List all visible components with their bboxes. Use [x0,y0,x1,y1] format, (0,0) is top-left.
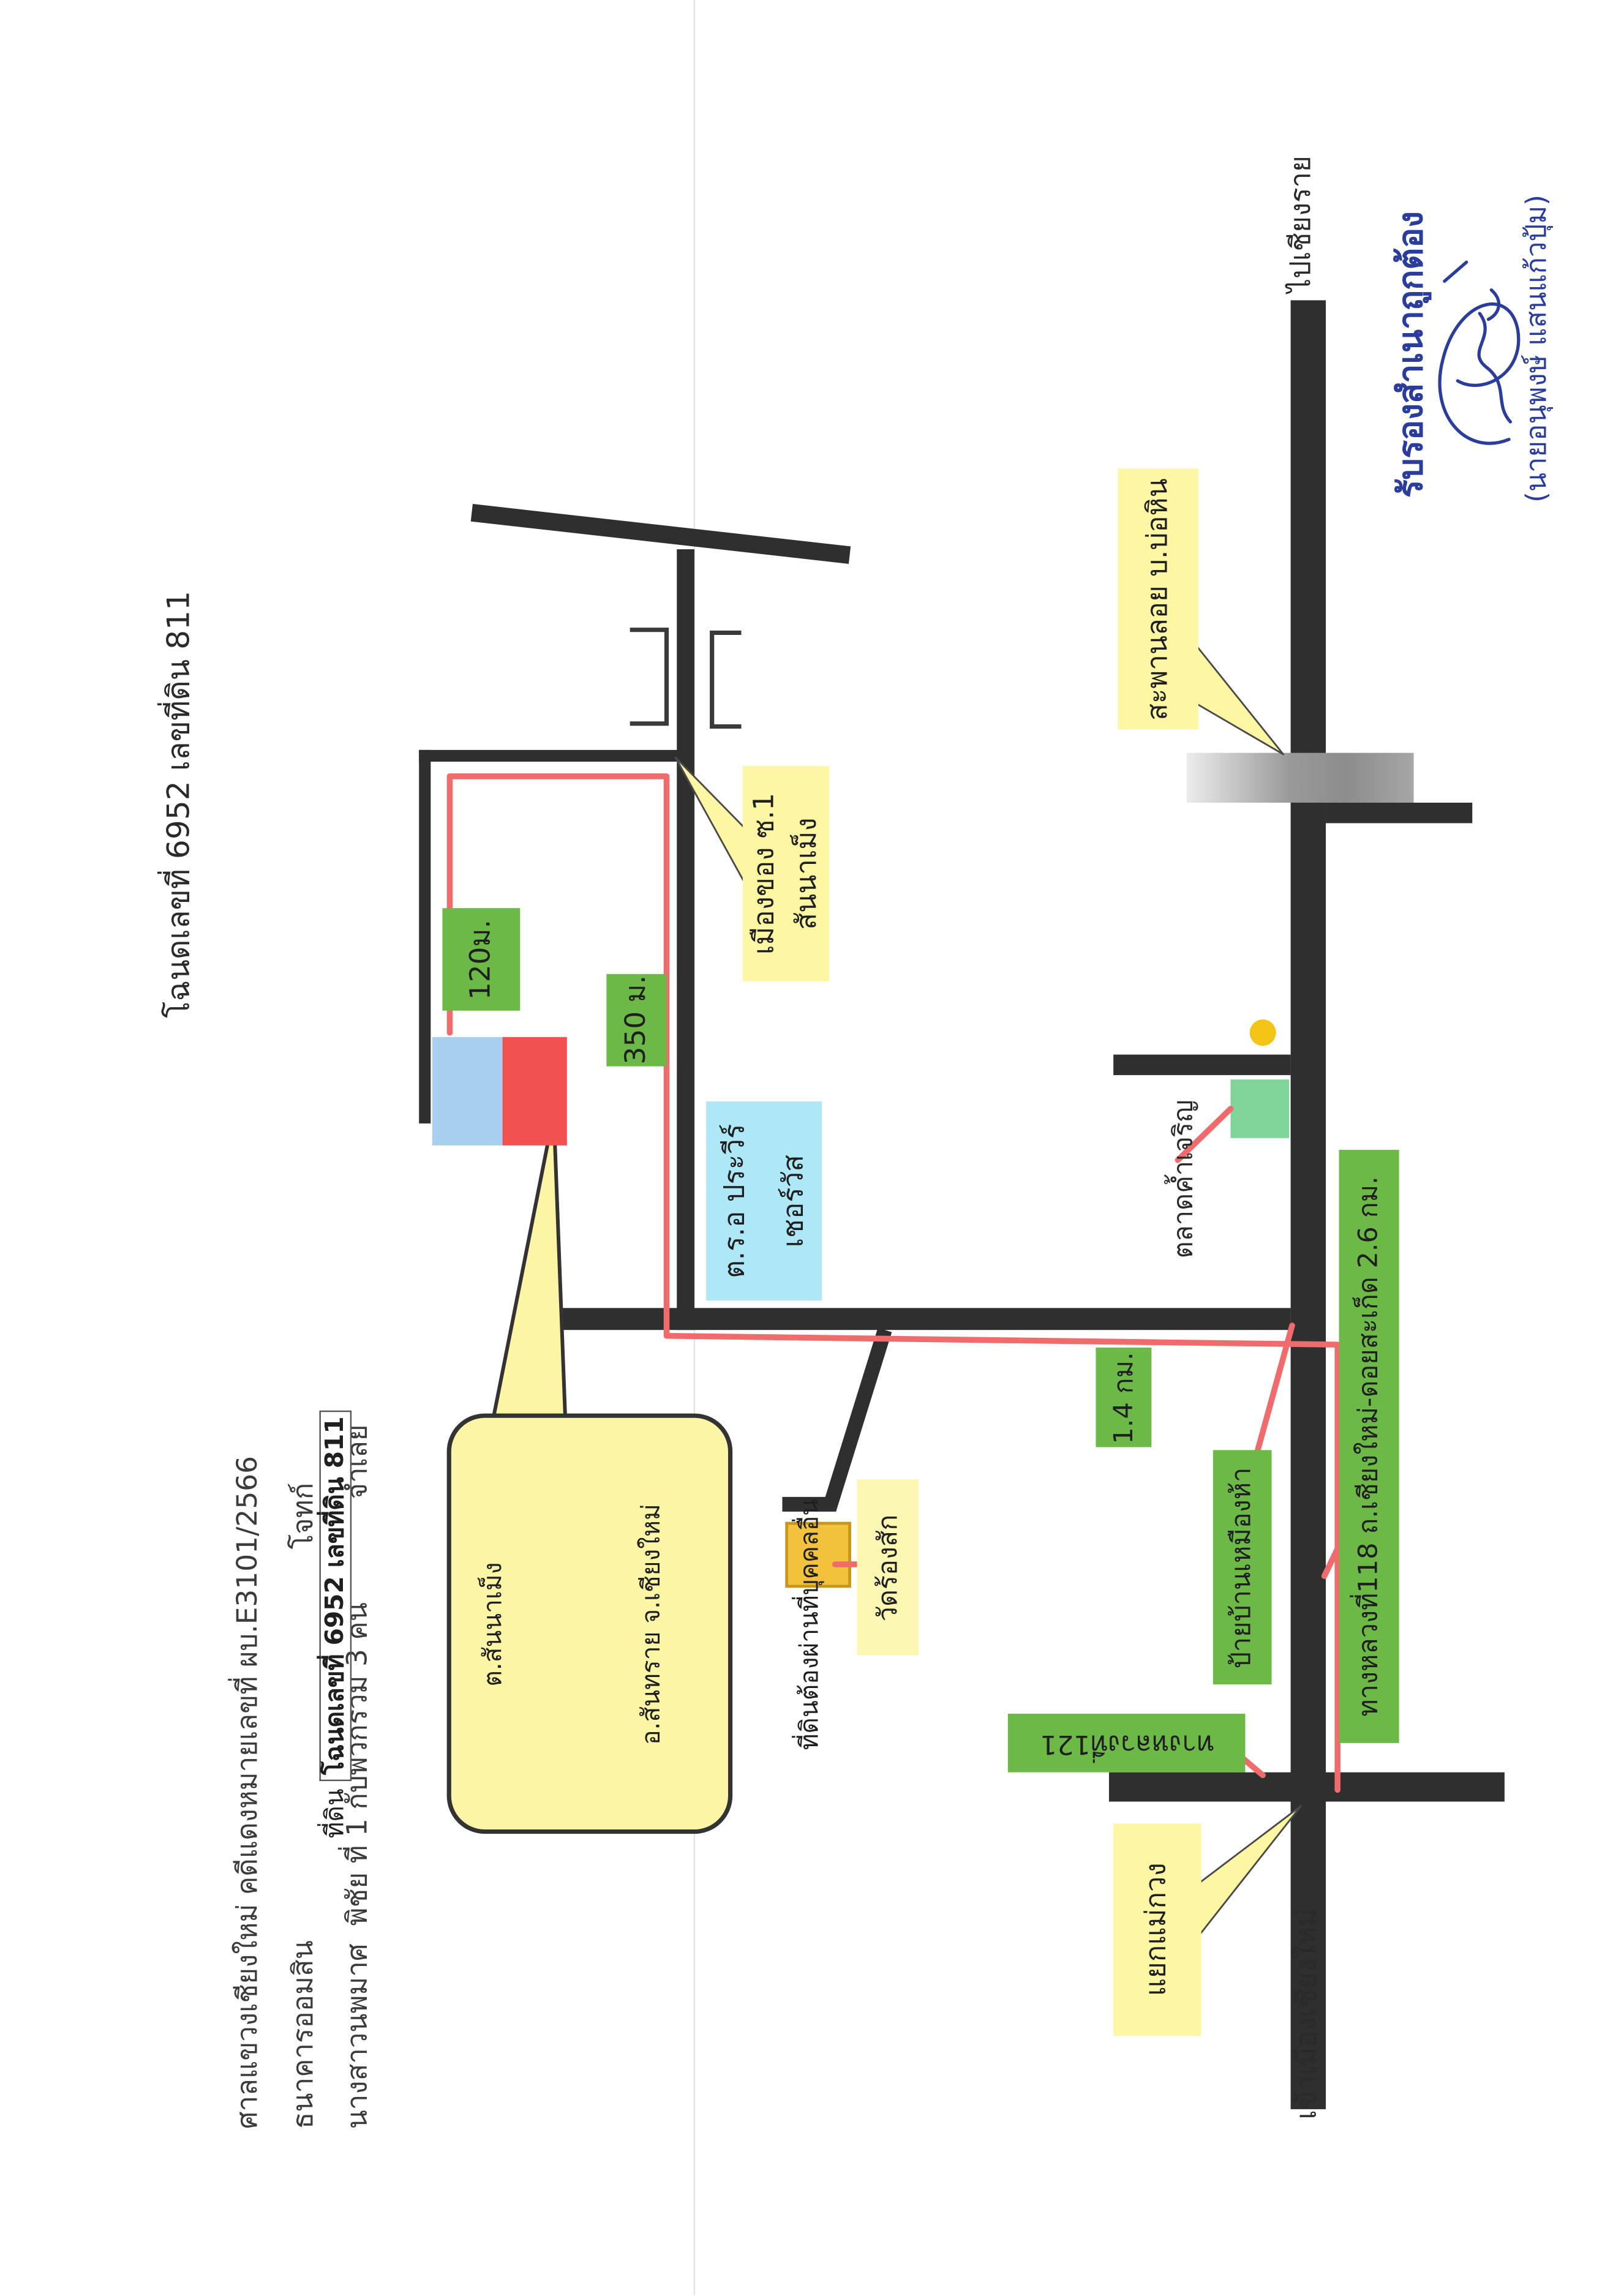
upper-cross-road [470,504,851,564]
soi-label-line-1: เมืองของ ซ.1 [748,792,781,955]
subject-parcel [502,1037,567,1146]
village-sign-text: ป้ายบ้านเหมืองห้า [1227,1466,1258,1668]
sign-pointer [1254,1322,1295,1456]
parcel-access-note: ที่ดินต้องผ่านที่บุคคลอื่น [794,1498,824,1750]
signature [1438,260,1521,445]
resident-label-line-2: เชอร์วัส [777,1155,810,1248]
overpass-text: สะพานลอย บ.บ่อหิน [1141,478,1174,721]
distance-350m-label: 350 ม. [606,974,667,1067]
junction-label: แยกแม่กวง [1113,1823,1201,2036]
overpass-bar [1186,752,1414,803]
temple-label: วัดร้องสัก [857,1479,919,1656]
highway-121-label: ทางหลวงที่121 [1007,1713,1246,1773]
lane-side-edge [419,749,431,1124]
junction-text: แยกแม่กวง [1141,1863,1173,1997]
certifier-name: (นายอนุพงษ์ แสนแก้วปุ้ม) [1521,194,1554,503]
distance-1-4km-text: 1.4 กม. [1108,1351,1140,1444]
resident-label-text: ต.ร.อ ประวีร์ เชอร์วัส [705,1124,822,1278]
market-label: ตลาดค้ำเจริญ [1168,1100,1200,1259]
neighbour-parcel [432,1037,503,1146]
village-main-road [561,1308,1291,1330]
parcel-callout-line-1: ที่ดิน โฉนดเลขที่ 6952 เลขที่ดิน 811 [309,1409,361,1838]
distance-120m-label: 120ม. [442,908,521,1011]
side-road-near-overpass [1326,802,1473,823]
overpass-label: สะพานลอย บ.บ่อหิน [1118,468,1198,730]
parcel-deed-number: โฉนดเลขที่ 6952 เลขที่ดิน 811 [318,1409,351,1780]
market-road [1113,1054,1291,1075]
parcel-subdistrict: ต.สันนาเม็ง [478,1561,508,1686]
distance-350m-text: 350 ม. [620,975,653,1065]
distance-1-4km-label: 1.4 กม. [1096,1347,1152,1447]
direction-into-chiang-mai: เข้าเมืองเชียงใหม่ [1290,1908,1323,2120]
soi-label: เมืองของ ซ.1 สันนาเม็ง [742,766,830,981]
highway-118-label: ทางหลวงที่118 ถ.เชียงใหม่-ดอยสะเก็ด 2.6 … [1339,1149,1399,1743]
map-title: โฉนดเลขที่ 6952 เลขที่ดิน 811 [160,590,197,1018]
plaintiff-name: ธนาคารออมสิน [287,1940,320,2129]
resident-label: ต.ร.อ ประวีร์ เชอร์วัส [705,1101,822,1301]
highway-118-text: ทางหลวงที่118 ถ.เชียงใหม่-ดอยสะเก็ด 2.6 … [1353,1176,1385,1717]
temple-marker [785,1521,851,1588]
direction-to-chiang-rai: ไปเชียงราย [1285,156,1317,293]
junction-crossroad [1108,1772,1505,1802]
parcel-district: อ.สันทราย จ.เชียงใหม่ [636,1503,666,1744]
junction-label-pointer [1197,1805,1302,1938]
soi-label-line-2: สันนาเม็ง [790,817,823,930]
parcel-callout: ที่ดิน โฉนดเลขที่ 6952 เลขที่ดิน 811 ต.ส… [318,1409,824,1837]
soi-label-text: เมืองของ ซ.1 สันนาเม็ง [744,793,827,955]
temple-branch-road [782,1327,892,1512]
soi-road [677,549,694,1330]
bridge-left-bracket [630,628,669,726]
lane-top-edge [419,749,686,762]
parcel-callout-text: ที่ดิน โฉนดเลขที่ 6952 เลขที่ดิน 811 ต.ส… [203,1409,941,1838]
village-sign-label: ป้ายบ้านเหมืองห้า [1213,1450,1272,1685]
parcel-prefix: ที่ดิน [320,1780,350,1838]
parcel-callout-pointer [490,1111,568,1426]
certified-copy-text: รับรองสำเนาถูกต้อง [1393,211,1431,498]
landmark-dot [1249,1019,1276,1046]
overpass-label-pointer [1194,643,1285,756]
resident-label-line-1: ต.ร.อ ประวีร์ [718,1124,751,1278]
bridge-right-bracket [710,630,742,729]
highway-main-road [1290,300,1326,2109]
market-marker [1230,1079,1290,1138]
market-pointer [1175,1106,1234,1163]
distance-120m-text: 120ม. [464,919,497,1000]
highway-121-text: ทางหลวงที่121 [1039,1727,1214,1758]
